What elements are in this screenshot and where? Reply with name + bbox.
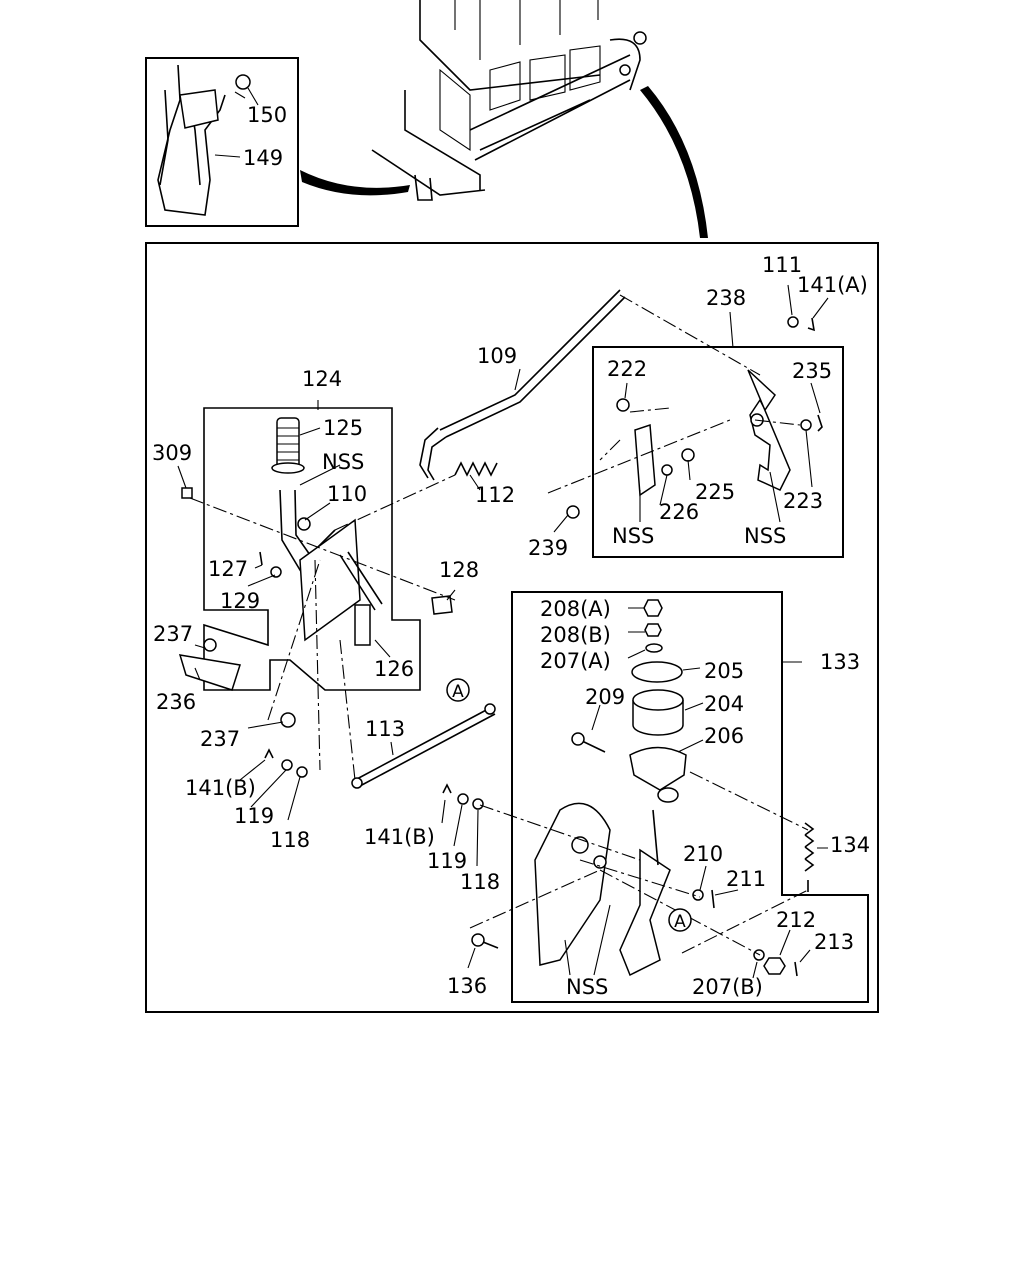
part-label-119-right: 119 [427, 849, 467, 873]
part-label-150: 150 [247, 103, 287, 127]
part-label-111: 111 [762, 253, 802, 277]
part-label-124: 124 [302, 367, 342, 391]
cab-illustration [300, 0, 708, 238]
part-label-209: 209 [585, 685, 625, 709]
part-label-110: 110 [327, 482, 367, 506]
part-label-118-left: 118 [270, 828, 310, 852]
part-label-213: 213 [814, 930, 854, 954]
part-label-235: 235 [792, 359, 832, 383]
rod-113 [354, 707, 496, 787]
part-label-129: 129 [220, 589, 260, 613]
part-label-237-bottom: 237 [200, 727, 240, 751]
bolt-209 [579, 739, 606, 753]
spring-134 [804, 822, 815, 892]
part-label-112: 112 [475, 483, 515, 507]
lever-subassembly-outline [203, 407, 421, 691]
part-label-208b: 208(B) [540, 623, 611, 647]
part-label-207a: 207(A) [540, 649, 611, 673]
part-label-119-left: 119 [234, 804, 274, 828]
part-label-210: 210 [683, 842, 723, 866]
part-label-141b-right: 141(B) [364, 825, 435, 849]
part-label-nss-bracket-left: NSS [612, 524, 654, 548]
reference-marker-a-top-label: A [452, 682, 464, 702]
part-label-204: 204 [704, 692, 744, 716]
bolt-128 [431, 595, 453, 615]
part-label-118-right: 118 [460, 870, 500, 894]
bracket-236 [178, 654, 241, 691]
reference-marker-a-top [446, 678, 470, 702]
part-label-nss-lever: NSS [322, 450, 364, 474]
part-label-127: 127 [208, 557, 248, 581]
pedal-subassembly-frame [511, 591, 869, 1003]
inset-frame [145, 57, 299, 227]
part-label-205: 205 [704, 659, 744, 683]
part-label-113: 113 [365, 717, 405, 741]
spring-112 [454, 461, 498, 477]
part-label-236: 236 [156, 690, 196, 714]
part-label-206: 206 [704, 724, 744, 748]
part-label-133: 133 [820, 650, 860, 674]
rod-109 [439, 289, 621, 431]
part-label-125: 125 [323, 416, 363, 440]
part-label-nss-pedal: NSS [566, 975, 608, 999]
main-frame [145, 242, 879, 1013]
part-label-238: 238 [706, 286, 746, 310]
part-label-141a: 141(A) [797, 273, 868, 297]
part-label-237-top: 237 [153, 622, 193, 646]
part-label-212: 212 [776, 908, 816, 932]
part-label-134: 134 [830, 833, 870, 857]
part-label-223: 223 [783, 489, 823, 513]
part-label-211: 211 [726, 867, 766, 891]
part-label-208a: 208(A) [540, 597, 611, 621]
part-label-222: 222 [607, 357, 647, 381]
part-label-136: 136 [447, 974, 487, 998]
handle-illustration [157, 64, 251, 216]
reference-marker-a-bottom-label: A [674, 912, 686, 932]
part-label-109: 109 [477, 344, 517, 368]
part-label-309: 309 [152, 441, 192, 465]
pedal-bracket [534, 802, 611, 966]
bracket-subassembly-frame [592, 346, 844, 558]
part-label-225: 225 [695, 480, 735, 504]
part-label-226: 226 [659, 500, 699, 524]
part-label-128: 128 [439, 558, 479, 582]
part-label-nss-bracket-right: NSS [744, 524, 786, 548]
part-label-207b: 207(B) [692, 975, 763, 999]
reference-marker-a-bottom [668, 908, 692, 932]
washer-205 [631, 661, 683, 683]
part-label-149: 149 [243, 146, 283, 170]
part-label-239: 239 [528, 536, 568, 560]
nut-208a [643, 599, 663, 617]
part-label-141b-left: 141(B) [185, 776, 256, 800]
part-label-126: 126 [374, 657, 414, 681]
